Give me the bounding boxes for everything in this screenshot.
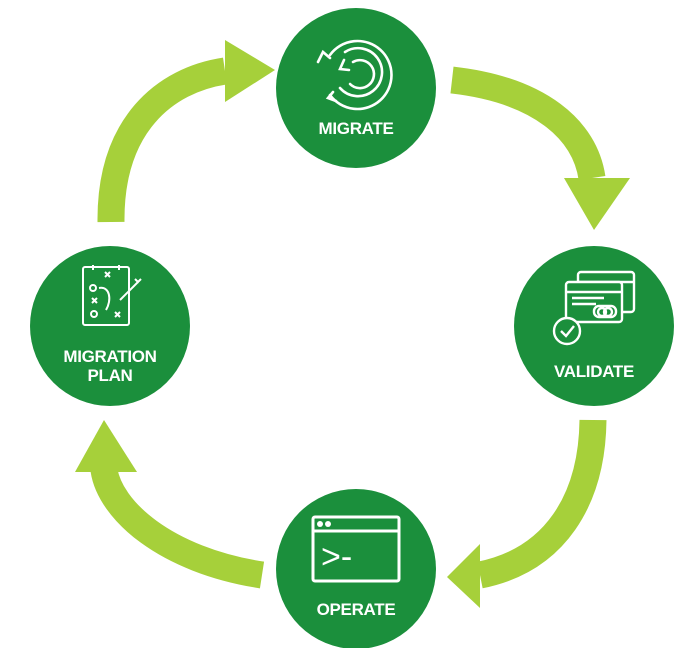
strategy-board-icon xyxy=(82,265,142,326)
arrowhead-validate xyxy=(564,178,630,230)
node-migration-plan: MIGRATION PLAN xyxy=(30,246,190,406)
node-validate-circle xyxy=(514,246,674,406)
arrow-heads xyxy=(75,40,630,608)
arrowhead-plan xyxy=(75,420,137,472)
cycle-arrows xyxy=(90,57,607,589)
node-operate: >- OPERATE xyxy=(276,489,436,648)
node-plan-label-line2: PLAN xyxy=(87,366,132,385)
cards-check-icon xyxy=(552,270,636,346)
node-migrate: MIGRATE xyxy=(276,8,436,168)
node-validate: VALIDATE xyxy=(514,246,674,406)
cycle-arrows-icon xyxy=(316,39,393,111)
arrow-operate-to-plan xyxy=(90,467,265,589)
node-validate-label: VALIDATE xyxy=(554,362,634,381)
node-migrate-label: MIGRATE xyxy=(318,119,393,138)
terminal-window-icon: >- xyxy=(311,515,401,583)
node-operate-label: OPERATE xyxy=(317,600,396,619)
arrow-validate-to-operate xyxy=(477,419,607,589)
arrow-plan-to-migrate xyxy=(97,57,228,223)
node-operate-circle xyxy=(276,489,436,648)
arrow-migrate-to-validate xyxy=(450,66,606,181)
terminal-prompt: >- xyxy=(321,538,352,576)
node-plan-label-line1: MIGRATION xyxy=(63,347,156,366)
arrowhead-migrate xyxy=(225,40,275,102)
arrowhead-operate xyxy=(447,544,480,608)
